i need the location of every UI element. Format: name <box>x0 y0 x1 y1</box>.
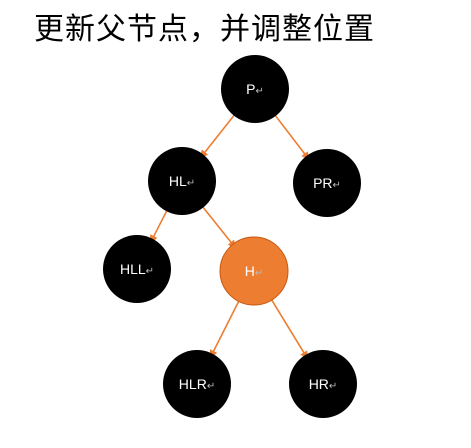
node-pr: PR↵ <box>293 149 361 217</box>
node-p: P↵ <box>221 55 289 123</box>
edge-p-to-pr <box>272 112 311 162</box>
page-title: 更新父节点，并调整位置 <box>34 12 375 47</box>
edge-h-to-hr <box>268 296 310 361</box>
node-circle <box>163 350 231 418</box>
edge-hl-to-hll <box>149 207 170 245</box>
node-hr: HR↵ <box>289 350 357 418</box>
edges-layer <box>149 112 311 361</box>
node-circle <box>148 147 216 215</box>
paragraph-mark-icon: ↵ <box>146 266 154 277</box>
node-h: H↵ <box>219 236 289 306</box>
node-circle <box>221 55 289 123</box>
node-label: HLL↵ <box>120 261 154 277</box>
node-label: HLR↵ <box>179 376 215 392</box>
nodes-layer: P↵HL↵ PR↵ HLL↵ H↵ HLR↵ HR↵ <box>103 55 361 418</box>
paragraph-mark-icon: ↵ <box>187 178 195 189</box>
edge-h-to-hlr <box>208 297 242 360</box>
node-hll: HLL↵ <box>103 235 171 303</box>
node-circle <box>103 235 171 303</box>
node-circle <box>289 350 357 418</box>
paragraph-mark-icon: ↵ <box>329 381 337 392</box>
paragraph-mark-icon: ↵ <box>255 86 263 97</box>
paragraph-mark-icon: ↵ <box>207 381 215 392</box>
node-hl: HL↵ <box>148 147 216 215</box>
paragraph-mark-icon: ↵ <box>255 268 263 279</box>
node-hlr: HLR↵ <box>163 350 231 418</box>
paragraph-mark-icon: ↵ <box>333 180 341 191</box>
edge-hl-to-h <box>200 203 238 250</box>
edge-p-to-hl <box>198 112 237 160</box>
node-circle <box>293 149 361 217</box>
node-circle <box>219 236 289 306</box>
